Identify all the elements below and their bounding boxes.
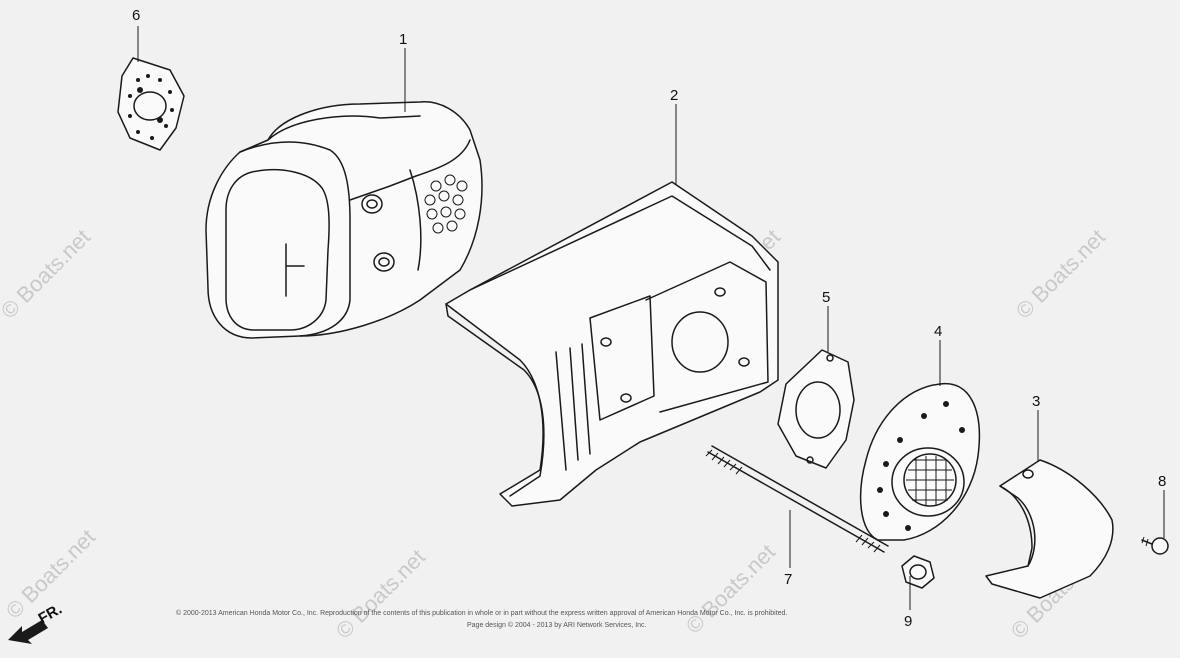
watermark: © Boats.net	[1011, 224, 1110, 323]
callout-5: 5	[822, 289, 830, 306]
callout-3: 3	[1032, 393, 1040, 410]
callouts: 6 1 2 5 4 3 8 7 9	[132, 7, 1166, 630]
callout-6: 6	[132, 7, 140, 24]
leader-lines	[137, 26, 1165, 610]
callout-2: 2	[670, 87, 678, 104]
arrester-part	[859, 382, 981, 541]
protector-part	[445, 181, 779, 507]
muffler-part	[205, 101, 483, 339]
gasket-part	[777, 349, 855, 469]
copyright-line-1: © 2000-2013 American Honda Motor Co., In…	[176, 609, 787, 617]
nut-part	[901, 555, 935, 589]
copyright-line-2: Page design © 2004 - 2013 by ARI Network…	[467, 621, 647, 629]
callout-8: 8	[1158, 473, 1166, 490]
callout-7: 7	[784, 571, 792, 588]
watermark: © Boats.net	[681, 539, 780, 638]
front-arrow-icon	[8, 620, 48, 644]
screw-part	[1141, 536, 1169, 555]
stud-part	[705, 445, 889, 553]
watermark: © Boats.net	[0, 224, 95, 323]
callout-4: 4	[934, 323, 942, 340]
callout-9: 9	[904, 613, 912, 630]
gasket-top-part	[117, 57, 185, 151]
callout-1: 1	[399, 31, 407, 48]
deflector-part	[985, 459, 1114, 599]
watermark: © Boats.net	[331, 544, 430, 643]
